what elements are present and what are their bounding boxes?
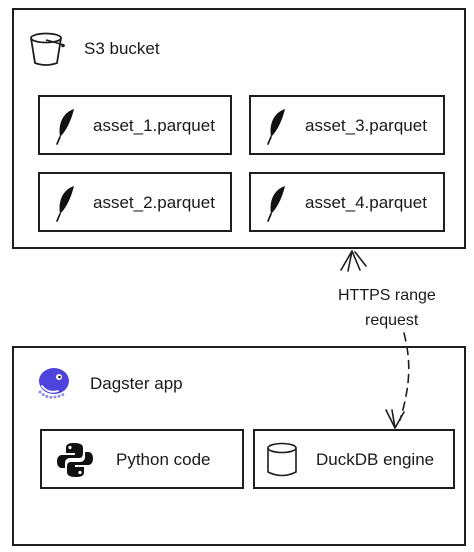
- feather-icon: [267, 186, 285, 222]
- dagster-app-title: Dagster app: [90, 374, 183, 393]
- asset-label: asset_4.parquet: [305, 193, 427, 212]
- asset-card-4: asset_4.parquet: [249, 172, 445, 232]
- asset-card-1: asset_1.parquet: [38, 95, 232, 155]
- feather-icon: [267, 109, 285, 145]
- feather-icon: [56, 109, 74, 145]
- python-code-card: Python code: [40, 429, 244, 489]
- asset-label: asset_2.parquet: [93, 193, 215, 212]
- dagster-octopus-icon: [38, 368, 69, 399]
- duckdb-engine-card: DuckDB engine: [253, 429, 455, 489]
- python-logo-icon: [57, 443, 93, 477]
- duckdb-engine-label: DuckDB engine: [316, 450, 435, 469]
- s3-bucket-frame: S3 bucket asset_1.parquet asset_3.parque…: [12, 8, 466, 249]
- asset-label: asset_3.parquet: [305, 116, 427, 135]
- edge-label-line2: request: [365, 311, 419, 331]
- asset-card-3: asset_3.parquet: [249, 95, 445, 155]
- feather-icon: [56, 186, 74, 222]
- s3-bucket-title: S3 bucket: [84, 39, 160, 58]
- python-code-label: Python code: [116, 450, 211, 469]
- bucket-icon: [30, 32, 65, 66]
- asset-label: asset_1.parquet: [93, 116, 215, 135]
- database-cylinder-icon: [267, 442, 297, 477]
- dagster-app-frame: Dagster app Python code DuckDB engine: [12, 346, 466, 546]
- edge-label-line1: HTTPS range: [338, 286, 436, 306]
- asset-card-2: asset_2.parquet: [38, 172, 232, 232]
